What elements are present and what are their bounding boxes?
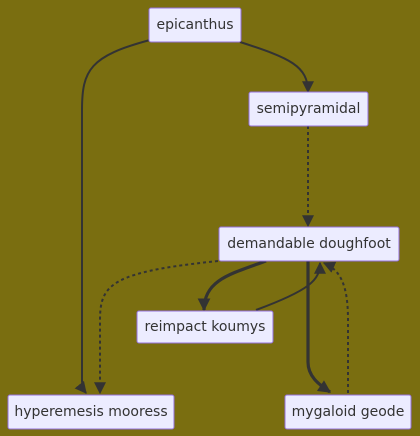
edges-layer — [74, 39, 349, 395]
nodes-layer: epicanthus semipyramidal demandable doug… — [7, 7, 412, 430]
node-label-reimpact-koumys: reimpact koumys — [145, 319, 266, 335]
node-reimpact-koumys[interactable]: reimpact koumys — [136, 310, 274, 344]
edge-reimpact-demandable — [255, 261, 326, 311]
node-demandable-doughfoot[interactable]: demandable doughfoot — [218, 226, 400, 262]
edge-epicanthus-semipyramidal — [239, 41, 314, 94]
node-label-mygaloid-geode: mygaloid geode — [292, 404, 405, 420]
edge-demandable-reimpact — [197, 259, 267, 312]
node-semipyramidal[interactable]: semipyramidal — [248, 91, 369, 127]
node-label-epicanthus: epicanthus — [156, 17, 233, 33]
edge-demandable-mygaloid — [306, 261, 332, 394]
node-label-demandable-doughfoot: demandable doughfoot — [227, 236, 391, 252]
node-label-hyperemesis-mooress: hyperemesis mooress — [14, 404, 167, 420]
node-hyperemesis-mooress[interactable]: hyperemesis mooress — [7, 394, 175, 430]
edge-mygaloid-demandable — [322, 261, 349, 393]
node-label-semipyramidal: semipyramidal — [257, 101, 361, 117]
node-epicanthus[interactable]: epicanthus — [148, 7, 242, 43]
edge-demandable-hyperemesis — [94, 260, 219, 395]
edge-epicanthus-hyperemesis — [74, 39, 151, 394]
node-mygaloid-geode[interactable]: mygaloid geode — [284, 394, 412, 430]
